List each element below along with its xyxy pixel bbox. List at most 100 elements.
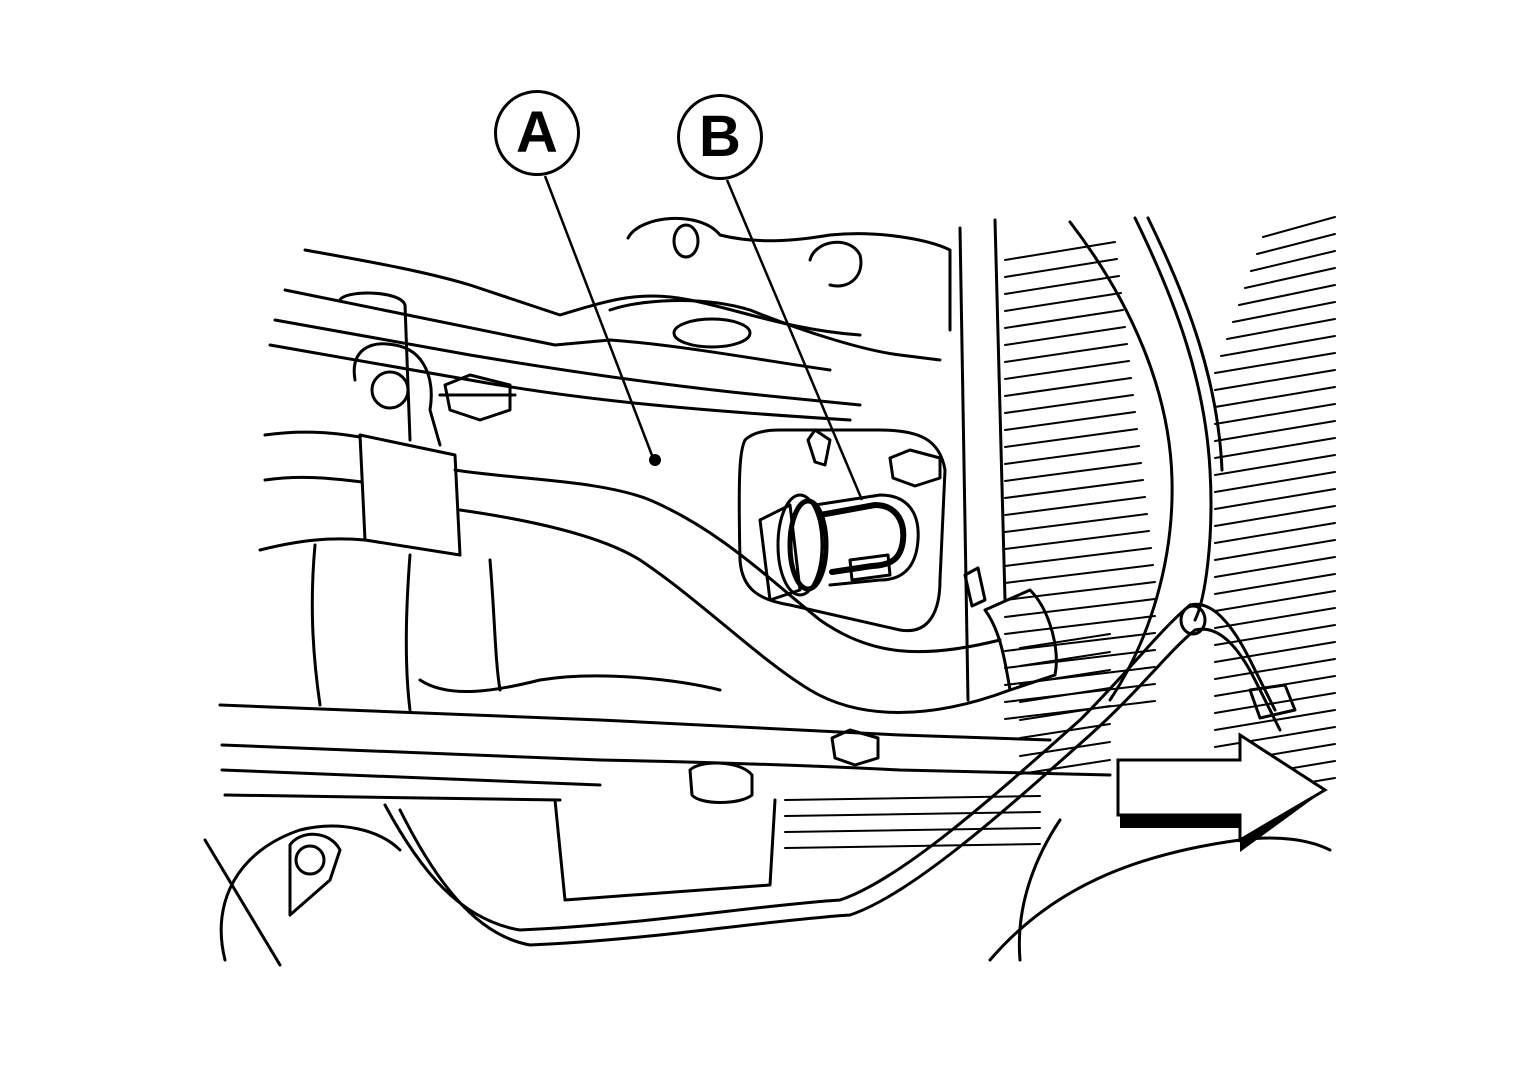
harness-grommet <box>1179 604 1207 636</box>
radiator-fin <box>1004 275 1120 295</box>
radiator-fin <box>1004 547 1152 567</box>
hose-upper-left <box>263 430 362 439</box>
radiator-fin <box>1256 233 1336 255</box>
pipe-fitting <box>983 588 1058 692</box>
refrigerant-pipe-upper <box>453 468 1002 654</box>
radiator-fin <box>1004 496 1146 516</box>
front-direction-arrow-icon <box>1116 732 1328 852</box>
radiator-fin <box>1214 505 1336 527</box>
radiator-fin <box>1214 692 1336 714</box>
radiator-fin <box>1250 250 1336 272</box>
radiator-fin <box>1004 309 1124 329</box>
hose-lower-left <box>263 475 364 484</box>
radiator-fin <box>1214 420 1336 442</box>
radiator-fin <box>1214 403 1336 425</box>
oil-pan-edge <box>418 674 722 694</box>
radiator-fin <box>1220 335 1336 357</box>
hose-bottom-left <box>258 537 367 552</box>
radiator-fin <box>1004 564 1154 584</box>
radiator-fin <box>1214 437 1336 459</box>
radiator-fin <box>1214 369 1336 391</box>
radiator-fin <box>1214 607 1336 629</box>
radiator-fin <box>1019 633 1111 649</box>
hose-clamp-band <box>358 433 462 557</box>
lower-left-bracket <box>288 832 342 917</box>
callout-b: B <box>677 94 763 180</box>
bracket-body <box>608 299 942 362</box>
pipe-fitting-tab <box>963 566 987 608</box>
bolt-head-lower <box>830 728 880 767</box>
radiator-fin <box>1232 301 1336 323</box>
radiator-fin <box>784 811 1041 817</box>
left-clamp <box>338 291 412 442</box>
radiator-fin <box>1004 445 1140 465</box>
radiator-fin <box>1019 759 1111 775</box>
radiator-fin <box>1244 267 1336 289</box>
subframe-rail-4 <box>223 793 562 802</box>
radiator-fin <box>1004 411 1136 431</box>
radiator-fin <box>1004 394 1134 414</box>
lower-cross-member <box>553 798 777 902</box>
sensor-mount-plate <box>737 428 947 633</box>
radiator-fin <box>1214 471 1336 493</box>
bracket-lobe <box>808 240 863 288</box>
bolt-head-plate <box>888 448 942 488</box>
radiator-fin <box>1004 581 1156 601</box>
subframe-rail-1 <box>218 703 1052 742</box>
lower-engine-outline <box>310 543 322 707</box>
clamp-hole <box>370 370 410 410</box>
radiator-fin <box>1019 687 1111 703</box>
radiator-fin <box>1214 488 1336 510</box>
radiator-fin <box>1019 723 1111 739</box>
radiator-fin <box>784 827 1041 833</box>
radiator-side-tube <box>1133 216 1213 622</box>
radiator-fin <box>1214 454 1336 476</box>
radiator-fin <box>1214 726 1336 748</box>
vertical-pipe-right <box>993 218 1007 602</box>
clamp-outline <box>352 342 442 447</box>
radiator-fin <box>1004 513 1148 533</box>
radiator-fin <box>1214 590 1336 612</box>
radiator-fin <box>1004 343 1128 363</box>
radiator-fin <box>1004 479 1144 499</box>
leader-dot-a <box>649 454 661 466</box>
radiator-fin <box>1004 360 1130 380</box>
bolt-head-lower-2 <box>688 761 754 804</box>
radiator-fin <box>1004 258 1118 278</box>
subframe-rail-2 <box>220 743 1112 777</box>
engine-block-top-2 <box>283 288 832 372</box>
plate-clip <box>806 428 832 467</box>
radiator-fin <box>1019 651 1111 667</box>
radiator-fin <box>1019 705 1111 721</box>
radiator-fin <box>1214 641 1336 663</box>
lower-right-arc-2 <box>1017 818 1062 962</box>
leader-line-b <box>725 179 864 501</box>
radiator-fin <box>784 843 1041 849</box>
radiator-fin <box>1214 556 1336 578</box>
callout-a: A <box>494 90 580 176</box>
subframe-rail-3 <box>220 768 602 787</box>
radiator-fin <box>1214 352 1336 374</box>
pressure-sensor <box>758 493 920 602</box>
lower-left-hub <box>219 824 402 962</box>
radiator-fin <box>1214 539 1336 561</box>
radiator-fin <box>1238 284 1336 306</box>
harness-clip <box>1248 683 1297 720</box>
radiator-frame-curve <box>1068 220 1174 702</box>
upper-bracket <box>626 216 952 332</box>
lower-engine-outline-3 <box>488 558 502 692</box>
radiator-fin <box>1214 522 1336 544</box>
bolt-head-left <box>443 373 512 422</box>
radiator-fin <box>1004 377 1132 397</box>
leader-line-a <box>543 175 655 459</box>
bracket-hole-top <box>672 223 700 259</box>
refrigerant-pipe-lower <box>458 508 1012 714</box>
radiator-fin <box>1004 530 1150 550</box>
radiator-fin <box>1004 462 1142 482</box>
radiator-fin <box>1004 326 1126 346</box>
bottom-left-diagonal <box>203 838 282 967</box>
radiator-fin <box>1004 292 1122 312</box>
radiator-fin <box>1019 741 1111 757</box>
